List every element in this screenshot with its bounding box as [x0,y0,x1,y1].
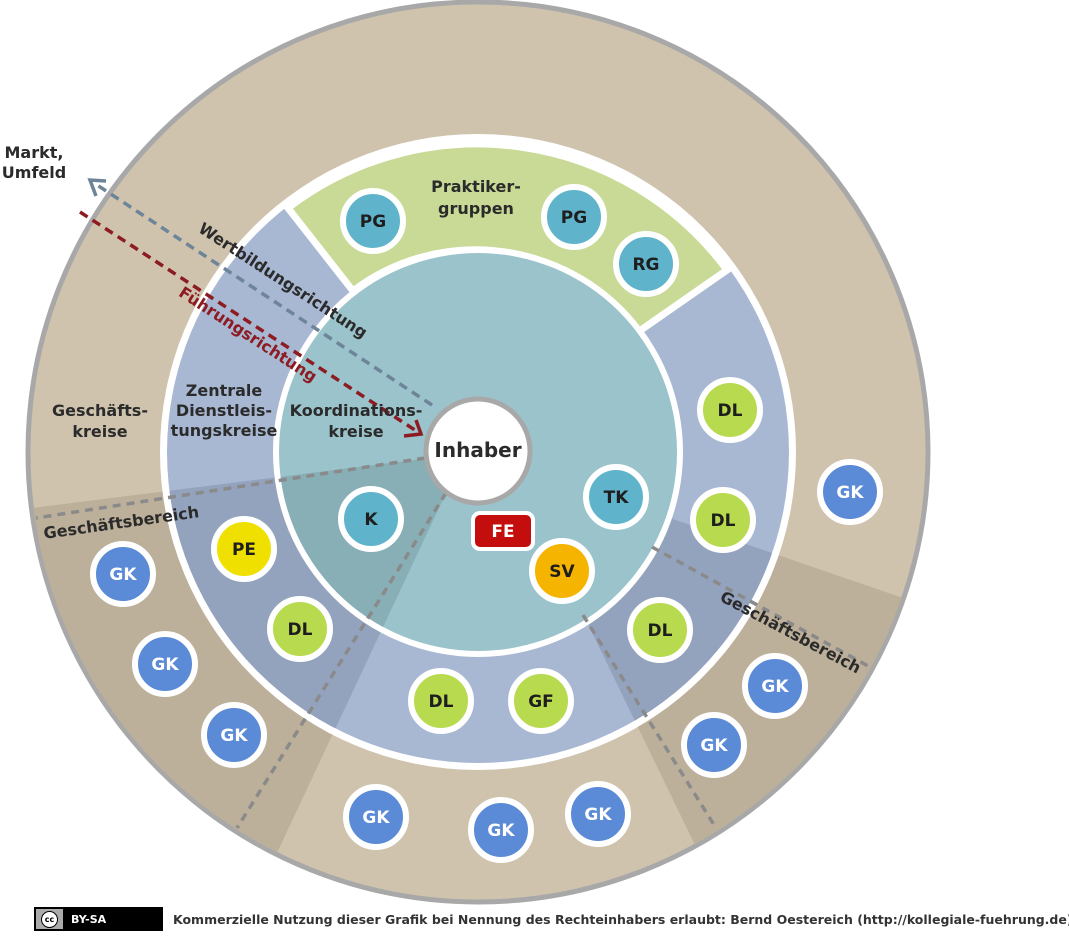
node-gk5-label: GK [362,808,390,828]
node-gk8-label: GK [761,677,789,697]
node-sv: SV [529,538,595,604]
footer-text: Kommerzielle Nutzung dieser Grafik bei N… [173,911,1069,927]
node-dl1-label: DL [718,401,743,421]
node-dl2-circle [690,487,756,553]
node-sv-circle [529,538,595,604]
node-k-label: K [364,510,378,530]
cc-license-label: BY-SA [71,912,107,926]
node-gk9-circle [681,712,747,778]
node-pg1-label: PG [360,212,386,232]
node-gk9: GK [681,712,747,778]
node-gk3-circle [132,631,198,697]
market-label-line1: Markt, [5,143,64,162]
node-dl1: DL [697,377,763,443]
node-gk1: GK [817,459,883,525]
business-area-right-shade-ring [478,452,789,763]
node-pe-label: PE [232,540,256,560]
node-gk9-label: GK [700,736,728,756]
business-area-boundaries [35,456,869,829]
central-services-label-line3: tungskreise [171,421,278,440]
node-dl4-label: DL [429,692,454,712]
node-fe: FE [471,511,535,551]
node-dl3: DL [627,597,693,663]
node-gk5: GK [343,784,409,850]
node-gk2: GK [90,541,156,607]
node-pg2-circle [541,184,607,250]
node-dl3-circle [627,597,693,663]
node-gk5-circle [343,784,409,850]
node-tk-circle [583,464,649,530]
node-gk1-circle [817,459,883,525]
node-gk7-circle [565,781,631,847]
node-dl4: DL [408,668,474,734]
cc-icon: cc [41,910,58,928]
node-gk4-label: GK [220,726,248,746]
footer: cc BY-SA Kommerzielle Nutzung dieser Gra… [34,907,1069,931]
node-gk6-circle [468,797,534,863]
coordination-label-line1: Koordinations- [290,401,423,420]
node-rg: RG [613,231,679,297]
node-dl1-circle [697,377,763,443]
node-dl4-circle [408,668,474,734]
node-gk1-label: GK [836,483,864,503]
node-rg-label: RG [632,255,659,275]
node-gf: GF [508,668,574,734]
business-area-left-shade-core [279,452,478,651]
node-k-circle [338,486,404,552]
node-pe-circle [211,516,277,582]
cc-license-badge[interactable]: cc BY-SA [34,907,163,931]
node-gk6-label: GK [487,821,515,841]
node-gk7: GK [565,781,631,847]
node-pg1: PG [340,188,406,254]
owner-circle [423,396,533,506]
lead-direction-arrow [79,210,424,438]
node-fe-label: FE [491,522,514,542]
node-gk4-circle [201,702,267,768]
market-label-line2: Umfeld [2,163,66,182]
value-direction-arrow [87,178,433,407]
business-circles-label-line2: kreise [72,422,127,441]
node-gf-circle [508,668,574,734]
node-gk2-label: GK [109,565,137,585]
node-tk: TK [583,464,649,530]
node-dl5: DL [267,596,333,662]
node-pg2: PG [541,184,607,250]
node-dl3-label: DL [648,621,673,641]
node-rg-circle [613,231,679,297]
central-services-label-line2: Dienstleis- [176,401,272,420]
node-fe-box [471,511,535,551]
central-services-label-line1: Zentrale [186,381,263,400]
node-gk2-circle [90,541,156,607]
node-tk-label: TK [604,488,630,508]
node-pg2-label: PG [561,208,587,228]
node-dl2-label: DL [711,511,736,531]
coordination-label-line2: kreise [328,422,383,441]
node-pe: PE [211,516,277,582]
node-sv-label: SV [549,562,575,582]
owner-label: Inhaber [434,438,521,462]
practitioner-label-line1: Praktiker- [431,177,521,196]
practitioner-label-line2: gruppen [438,199,514,218]
node-dl2: DL [690,487,756,553]
node-gk4: GK [201,702,267,768]
node-gk3-label: GK [151,655,179,675]
node-dl5-label: DL [288,620,313,640]
role-nodes: PG PG RG DL DL DL DL DL GF PE K TK SV GK GK GK GK GK GK GK G… [90,184,883,863]
node-gk6: GK [468,797,534,863]
node-gk7-label: GK [584,805,612,825]
node-gf-label: GF [528,692,554,712]
node-gk8-circle [742,653,808,719]
node-dl5-circle [267,596,333,662]
node-pg1-circle [340,188,406,254]
node-gk3: GK [132,631,198,697]
node-gk8: GK [742,653,808,719]
business-circles-label-line1: Geschäfts- [52,401,148,420]
node-k: K [338,486,404,552]
